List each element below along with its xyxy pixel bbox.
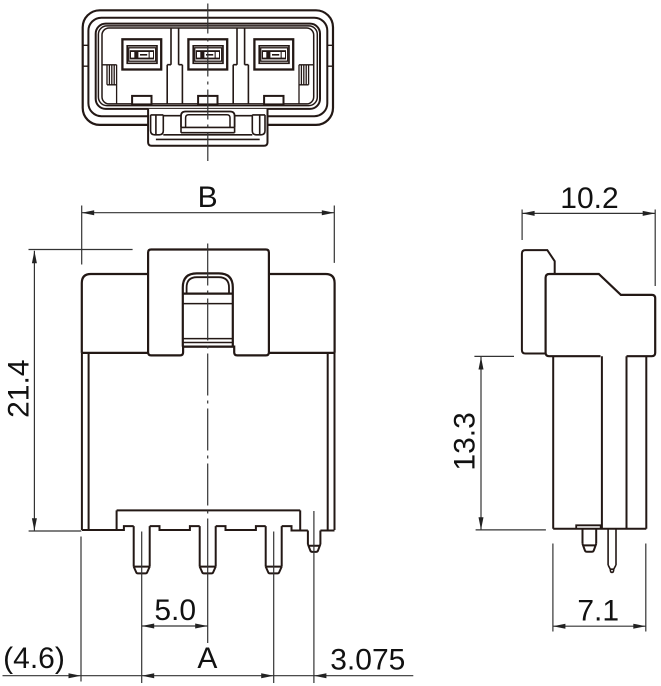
- svg-text:(4.6): (4.6): [3, 642, 65, 675]
- svg-text:A: A: [197, 642, 217, 675]
- svg-text:5.0: 5.0: [154, 594, 196, 627]
- svg-text:10.2: 10.2: [560, 182, 618, 215]
- svg-text:3.075: 3.075: [330, 643, 405, 676]
- svg-text:B: B: [198, 181, 218, 214]
- svg-text:7.1: 7.1: [577, 594, 619, 627]
- svg-text:13.3: 13.3: [448, 412, 481, 470]
- svg-text:21.4: 21.4: [2, 360, 35, 418]
